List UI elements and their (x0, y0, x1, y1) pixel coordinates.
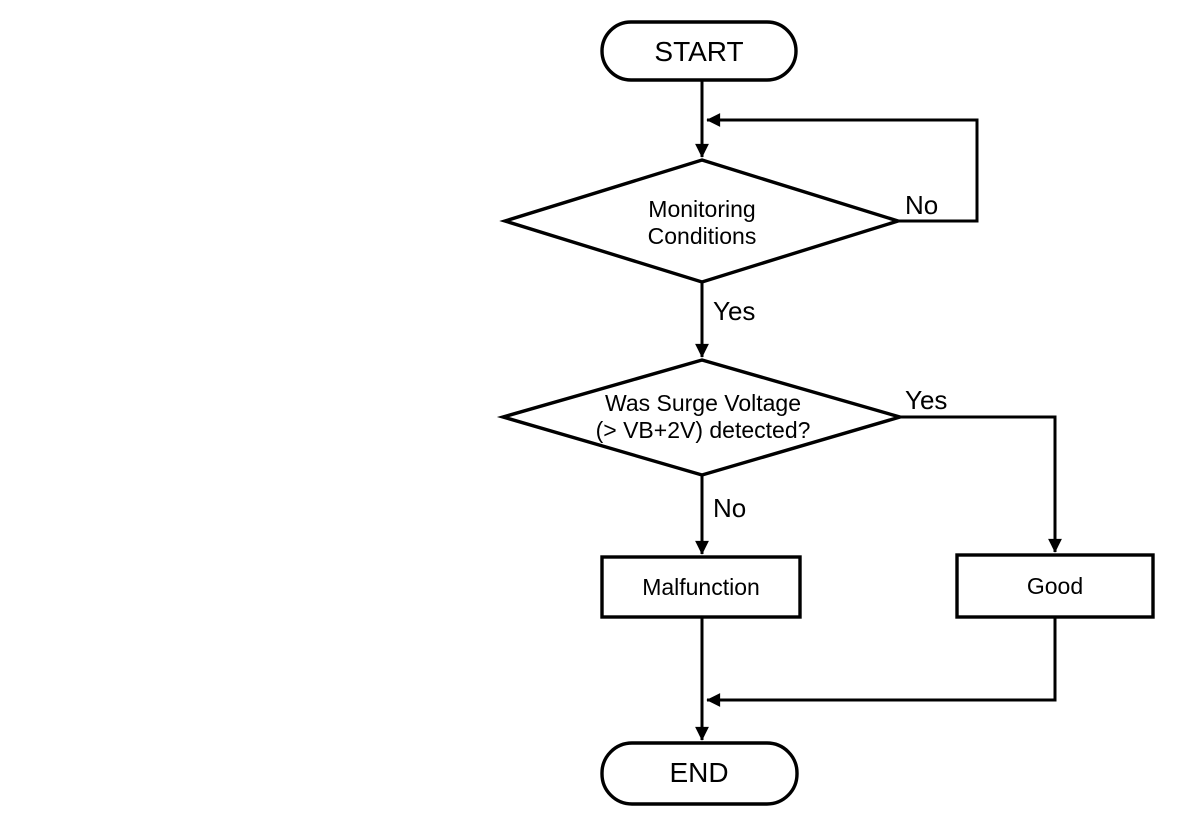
end-label: END (669, 757, 728, 788)
surge-label-line2: (> VB+2V) detected? (596, 417, 811, 443)
surge-no-label: No (713, 493, 746, 523)
surge-decision (496, 358, 907, 477)
good-process (955, 553, 1155, 619)
monitoring-no-label: No (905, 190, 938, 220)
monitoring-yes-label: Yes (713, 296, 755, 326)
end-terminator (600, 741, 799, 806)
surge-yes-label: Yes (905, 385, 947, 415)
good-label: Good (1027, 573, 1083, 599)
surge-label-line1: Was Surge Voltage (605, 390, 801, 416)
malfunction-label: Malfunction (642, 574, 760, 600)
monitoring-label-line1: Monitoring (648, 196, 755, 222)
edge-monitoring-no-loop (706, 113, 979, 223)
edge-surge-yes (900, 415, 1062, 553)
monitoring-decision (499, 158, 904, 284)
start-terminator (600, 20, 798, 82)
monitoring-label-line2: Conditions (648, 223, 757, 249)
start-label: START (654, 36, 743, 67)
malfunction-process (600, 555, 802, 619)
edge-good-to-merge (706, 617, 1057, 707)
